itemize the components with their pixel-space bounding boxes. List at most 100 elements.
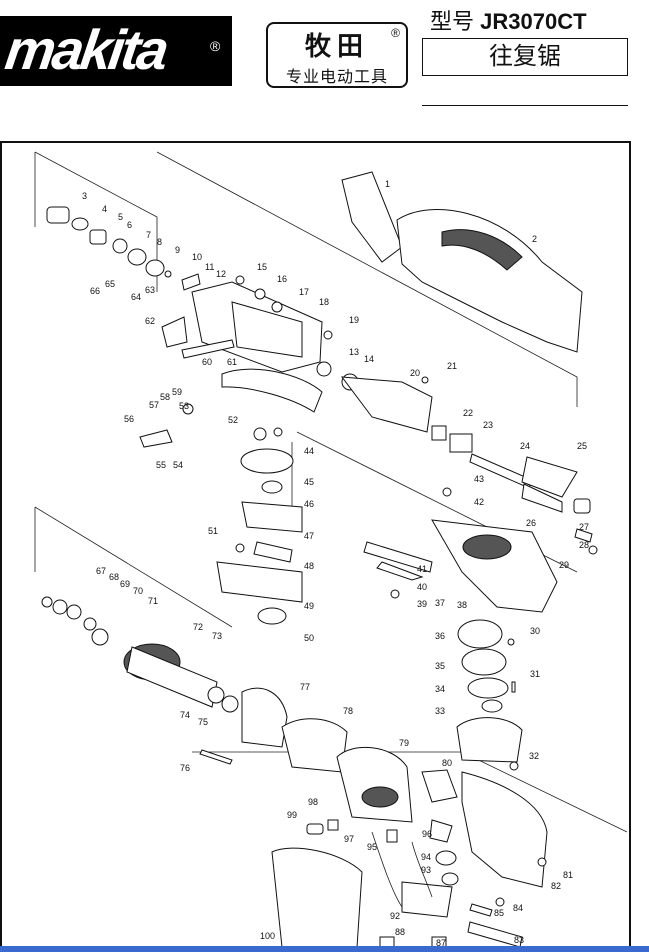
- brand-box: ® 牧田 专业电动工具: [266, 22, 408, 88]
- part-number-61: 61: [227, 357, 237, 367]
- part-number-93: 93: [421, 865, 431, 875]
- part-number-63: 63: [145, 285, 155, 295]
- part-number-83: 83: [514, 935, 524, 945]
- part-number-59: 59: [172, 387, 182, 397]
- part-number-85: 85: [494, 908, 504, 918]
- part-number-73: 73: [212, 631, 222, 641]
- part-number-74: 74: [180, 710, 190, 720]
- part-number-95: 95: [367, 842, 377, 852]
- part-number-24: 24: [520, 441, 530, 451]
- makita-logo: makita ®: [0, 16, 232, 86]
- part-number-27: 27: [579, 522, 589, 532]
- part-number-30: 30: [530, 626, 540, 636]
- part-number-28: 28: [579, 540, 589, 550]
- part-number-47: 47: [304, 531, 314, 541]
- part-number-75: 75: [198, 717, 208, 727]
- part-number-62: 62: [145, 316, 155, 326]
- part-number-38: 38: [457, 600, 467, 610]
- part-number-60: 60: [202, 357, 212, 367]
- part-number-80: 80: [442, 758, 452, 768]
- logo-registered-mark: ®: [210, 38, 221, 54]
- part-number-67: 67: [96, 566, 106, 576]
- part-number-52: 52: [228, 415, 238, 425]
- part-number-78: 78: [343, 706, 353, 716]
- part-number-43: 43: [474, 474, 484, 484]
- part-number-77: 77: [300, 682, 310, 692]
- part-number-51: 51: [208, 526, 218, 536]
- part-number-96: 96: [422, 829, 432, 839]
- part-number-40: 40: [417, 582, 427, 592]
- part-number-5: 5: [118, 212, 123, 222]
- part-number-36: 36: [435, 631, 445, 641]
- part-number-76: 76: [180, 763, 190, 773]
- part-number-44: 44: [304, 446, 314, 456]
- part-number-42: 42: [474, 497, 484, 507]
- part-number-21: 21: [447, 361, 457, 371]
- part-number-46: 46: [304, 499, 314, 509]
- part-number-65: 65: [105, 279, 115, 289]
- part-number-8: 8: [157, 237, 162, 247]
- part-number-9: 9: [175, 245, 180, 255]
- brand-registered-mark: ®: [391, 26, 400, 40]
- part-number-92: 92: [390, 911, 400, 921]
- diagram-parts: [41, 171, 598, 948]
- part-number-16: 16: [277, 274, 287, 284]
- part-number-34: 34: [435, 684, 445, 694]
- brand-name: 牧田: [304, 31, 369, 61]
- page-bottom-strip: [0, 946, 649, 952]
- part-number-87: 87: [436, 938, 446, 948]
- part-number-2: 2: [532, 234, 537, 244]
- product-type: 往复锯: [422, 38, 628, 76]
- part-number-49: 49: [304, 601, 314, 611]
- part-number-6: 6: [127, 220, 132, 230]
- part-number-99: 99: [287, 810, 297, 820]
- part-number-98: 98: [308, 797, 318, 807]
- part-number-71: 71: [148, 596, 158, 606]
- part-number-50: 50: [304, 633, 314, 643]
- part-number-84: 84: [513, 903, 523, 913]
- part-number-11: 11: [205, 262, 214, 272]
- model-number: JR3070CT: [480, 9, 587, 34]
- part-number-54: 54: [173, 460, 183, 470]
- part-number-7: 7: [146, 230, 151, 240]
- exploded-view-diagram: 1234567891011121314151617181920212223242…: [34, 151, 628, 948]
- part-number-100: 100: [260, 931, 275, 941]
- part-number-32: 32: [529, 751, 539, 761]
- part-number-41: 41: [417, 564, 427, 574]
- part-number-25: 25: [577, 441, 587, 451]
- model-heading: 型号 JR3070CT: [430, 4, 587, 36]
- part-number-58: 58: [160, 392, 170, 402]
- part-number-55: 55: [156, 460, 166, 470]
- part-number-4: 4: [102, 204, 107, 214]
- part-number-29: 29: [559, 560, 569, 570]
- part-number-31: 31: [530, 669, 540, 679]
- part-number-72: 72: [193, 622, 203, 632]
- logo-text: makita: [1, 18, 170, 81]
- part-number-17: 17: [299, 287, 309, 297]
- part-number-13: 13: [349, 347, 359, 357]
- part-number-20: 20: [410, 368, 420, 378]
- part-number-48: 48: [304, 561, 314, 571]
- model-label: 型号: [430, 9, 475, 34]
- part-number-81: 81: [563, 870, 573, 880]
- part-number-19: 19: [349, 315, 359, 325]
- part-number-94: 94: [421, 852, 431, 862]
- part-number-82: 82: [551, 881, 561, 891]
- part-number-1: 1: [385, 179, 390, 189]
- part-number-3: 3: [82, 191, 87, 201]
- part-number-35: 35: [435, 661, 445, 671]
- part-number-88: 88: [395, 927, 405, 937]
- part-number-97: 97: [344, 834, 354, 844]
- part-number-22: 22: [463, 408, 473, 418]
- part-number-56: 56: [124, 414, 134, 424]
- part-number-57: 57: [149, 400, 159, 410]
- part-number-37: 37: [435, 598, 445, 608]
- part-number-33: 33: [435, 706, 445, 716]
- part-number-68: 68: [109, 572, 119, 582]
- part-number-64: 64: [131, 292, 141, 302]
- part-number-39: 39: [417, 599, 427, 609]
- part-number-69: 69: [120, 579, 130, 589]
- part-number-18: 18: [319, 297, 329, 307]
